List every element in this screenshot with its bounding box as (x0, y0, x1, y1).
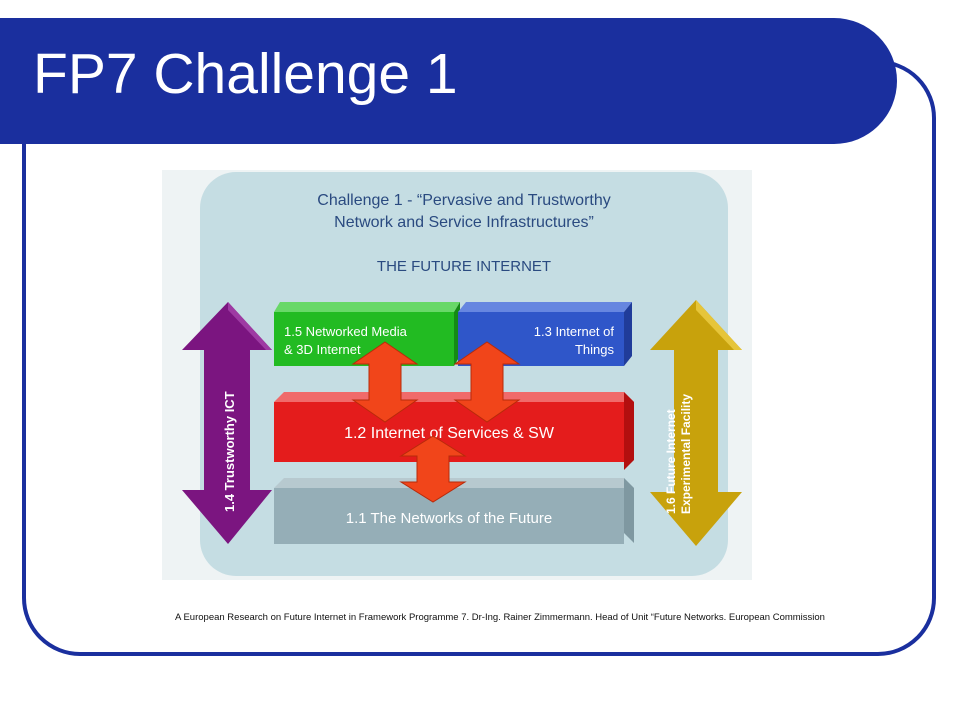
block-networked-media-line1: 1.5 Networked Media (284, 324, 408, 339)
experimental-facility-line2: Experimental Facility (679, 394, 693, 514)
arrow-things-to-services (453, 341, 521, 423)
arrow-media-to-services (351, 341, 419, 423)
block-internet-of-services-label: 1.2 Internet of Services & SW (344, 425, 555, 442)
diagram-header-line1: Challenge 1 - “Pervasive and Trustworthy (317, 192, 610, 209)
title-bar (0, 18, 897, 144)
slide-caption: A European Research on Future Internet i… (175, 612, 825, 623)
block-internet-of-services: 1.2 Internet of Services & SW (274, 392, 634, 470)
challenge-diagram: Challenge 1 - “Pervasive and Trustworthy… (162, 170, 752, 580)
arrow-services-to-networks (399, 435, 467, 503)
slide-title: FP7 Challenge 1 (33, 42, 458, 106)
arrow-experimental-facility: 1.6 Future Internet Experimental Facilit… (650, 300, 742, 546)
block-internet-of-things-line2: Things (575, 342, 615, 357)
block-networks-of-future: 1.1 The Networks of the Future (274, 478, 634, 544)
trustworthy-ict-label: 1.4 Trustworthy ICT (222, 391, 237, 512)
experimental-facility-line1: 1.6 Future Internet (664, 409, 678, 514)
block-networked-media: 1.5 Networked Media & 3D Internet (274, 302, 460, 366)
arrow-trustworthy-ict: 1.4 Trustworthy ICT (182, 302, 272, 544)
diagram-panel (200, 172, 728, 576)
block-networks-of-future-label: 1.1 The Networks of the Future (346, 510, 553, 527)
block-internet-of-things-line1: 1.3 Internet of (534, 324, 615, 339)
diagram-subtitle: THE FUTURE INTERNET (377, 258, 551, 275)
block-networked-media-line2: & 3D Internet (284, 342, 361, 357)
diagram-header-line2: Network and Service Infrastructures” (334, 214, 594, 231)
